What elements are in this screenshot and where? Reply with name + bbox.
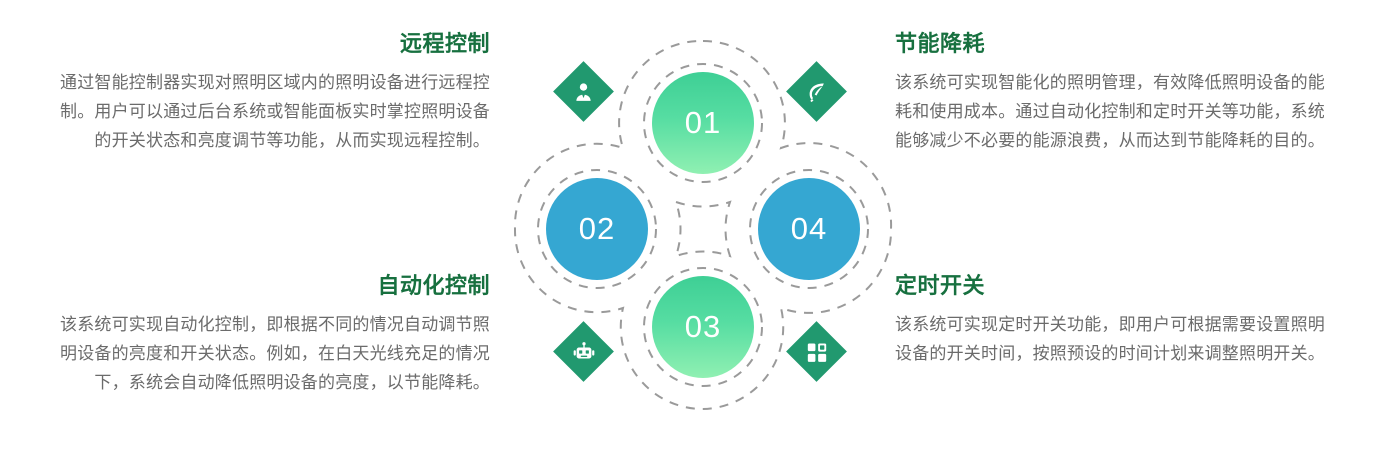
center-square-outline	[674, 200, 732, 258]
node-number-03: 03	[684, 309, 722, 344]
node-03[interactable]: 03	[652, 276, 754, 378]
feature-block-timer-switch: 定时开关 该系统可实现定时开关功能，即用户可根据需要设置照明设备的开关时间，按照…	[895, 272, 1325, 368]
feature-body-03: 该系统可实现智能化的照明管理，有效降低照明设备的能耗和使用成本。通过自动化控制和…	[895, 72, 1325, 150]
businessman-icon	[571, 79, 597, 105]
node-ring-03	[643, 267, 763, 387]
center-diagram: 01 02 03 04	[510, 8, 900, 458]
feature-block-remote-control: 远程控制 通过智能控制器实现对照明区域内的照明设备进行远程控制。用户可以通过后台…	[60, 30, 490, 155]
node-number-04: 04	[790, 211, 828, 246]
node-ring-02	[537, 169, 657, 289]
node-02[interactable]: 02	[546, 178, 648, 280]
feature-body-01: 通过智能控制器实现对照明区域内的照明设备进行远程控制。用户可以通过后台系统或智能…	[60, 72, 490, 150]
badge-remote-control[interactable]	[553, 61, 614, 122]
node-ring-04	[749, 169, 869, 289]
feature-heading-04: 定时开关	[895, 273, 986, 298]
feature-heading-01: 远程控制	[399, 31, 490, 56]
badge-automation-control[interactable]	[553, 321, 614, 382]
robot-icon	[571, 339, 597, 365]
badge-timer-switch[interactable]	[786, 321, 847, 382]
grid-blocks-icon	[804, 339, 830, 365]
badge-energy-saving[interactable]	[786, 61, 847, 122]
petal-outline	[513, 39, 893, 411]
feature-block-automation-control: 自动化控制 该系统可实现自动化控制，即根据不同的情况自动调节照明设备的亮度和开关…	[60, 272, 490, 397]
dashed-ring-decoration	[513, 39, 893, 411]
node-01[interactable]: 01	[652, 72, 754, 174]
feature-body-02: 该系统可实现自动化控制，即根据不同的情况自动调节照明设备的亮度和开关状态。例如，…	[60, 314, 490, 392]
node-number-02: 02	[578, 211, 616, 246]
node-04[interactable]: 04	[758, 178, 860, 280]
feature-heading-03: 节能降耗	[895, 31, 986, 56]
feature-body-04: 该系统可实现定时开关功能，即用户可根据需要设置照明设备的开关时间，按照预设的时间…	[895, 314, 1325, 363]
leaf-icon	[804, 79, 830, 105]
feature-heading-02: 自动化控制	[377, 273, 490, 298]
node-number-01: 01	[684, 105, 722, 140]
feature-block-energy-saving: 节能降耗 该系统可实现智能化的照明管理，有效降低照明设备的能耗和使用成本。通过自…	[895, 30, 1325, 155]
node-ring-01	[643, 63, 763, 183]
